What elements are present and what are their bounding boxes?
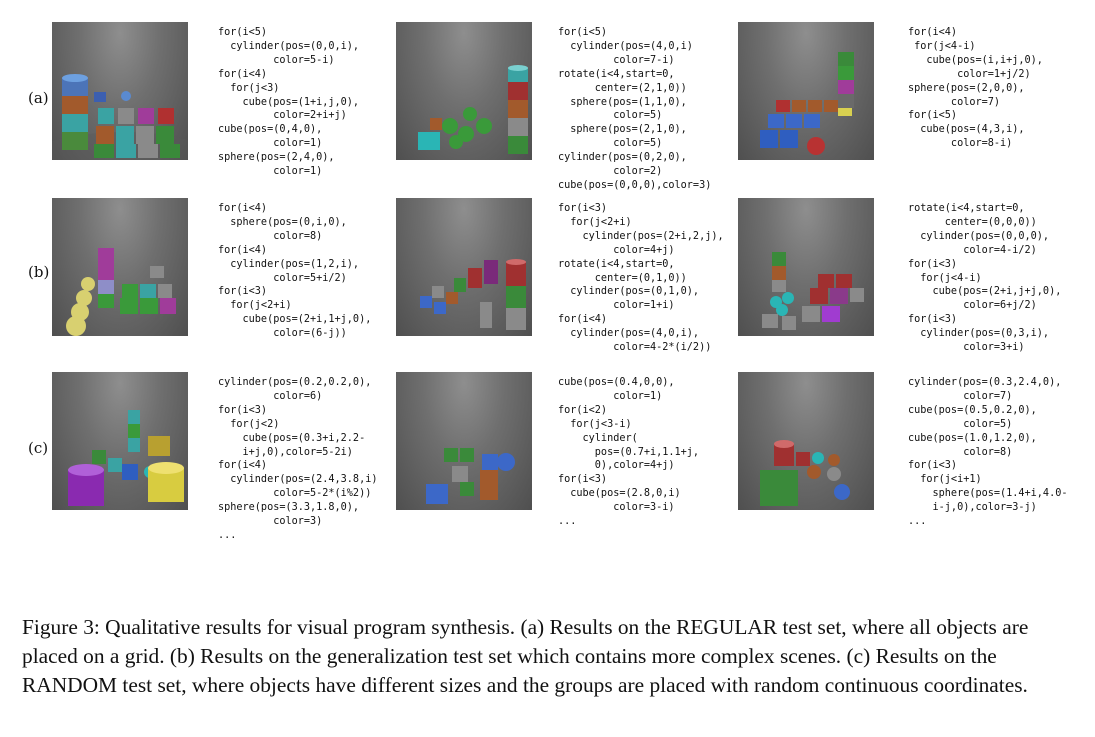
figure-caption: Figure 3: Qualitative results for visual… [22, 615, 1029, 697]
row-label-b: (b) [28, 263, 50, 281]
rendered-scene-staircase-blocks [738, 22, 874, 160]
row-label-c: (c) [28, 439, 49, 457]
program-code: for(i<3) for(j<2+i) cylinder(pos=(2+i,2,… [558, 203, 724, 354]
program-code: for(i<5) cylinder(pos=(0,0,i), color=5-i… [218, 27, 360, 178]
rendered-scene-grid-blocks [52, 22, 188, 160]
program-code: cube(pos=(0.4,0,0), color=1) for(i<2) fo… [558, 377, 700, 528]
program-code: for(i<5) cylinder(pos=(4,0,i) color=7-i)… [558, 27, 712, 191]
program-code: cylinder(pos=(0.2,0.2,0), color=6) for(i… [218, 377, 378, 541]
rendered-scene-metal-cubes [738, 198, 874, 336]
rendered-scene-random-spheres [738, 372, 874, 510]
rendered-scene-spheres-and-tower [396, 22, 532, 160]
rendered-scene-cylinder-clusters [396, 198, 532, 336]
program-code: cylinder(pos=(0.3,2.4,0), color=7) cube(… [908, 377, 1068, 528]
row-label-a: (a) [28, 89, 49, 107]
program-code: for(i<4) sphere(pos=(0,i,0), color=8) fo… [218, 203, 372, 340]
rendered-scene-sphere-row-and-cubes [52, 198, 188, 336]
program-code: for(i<4) for(j<4-i) cube(pos=(i,i+j,0), … [908, 27, 1043, 150]
rendered-scene-random-cubes [396, 372, 532, 510]
rendered-scene-random-sizes [52, 372, 188, 510]
program-code: rotate(i<4,start=0, center=(0,0,0)) cyli… [908, 203, 1062, 354]
